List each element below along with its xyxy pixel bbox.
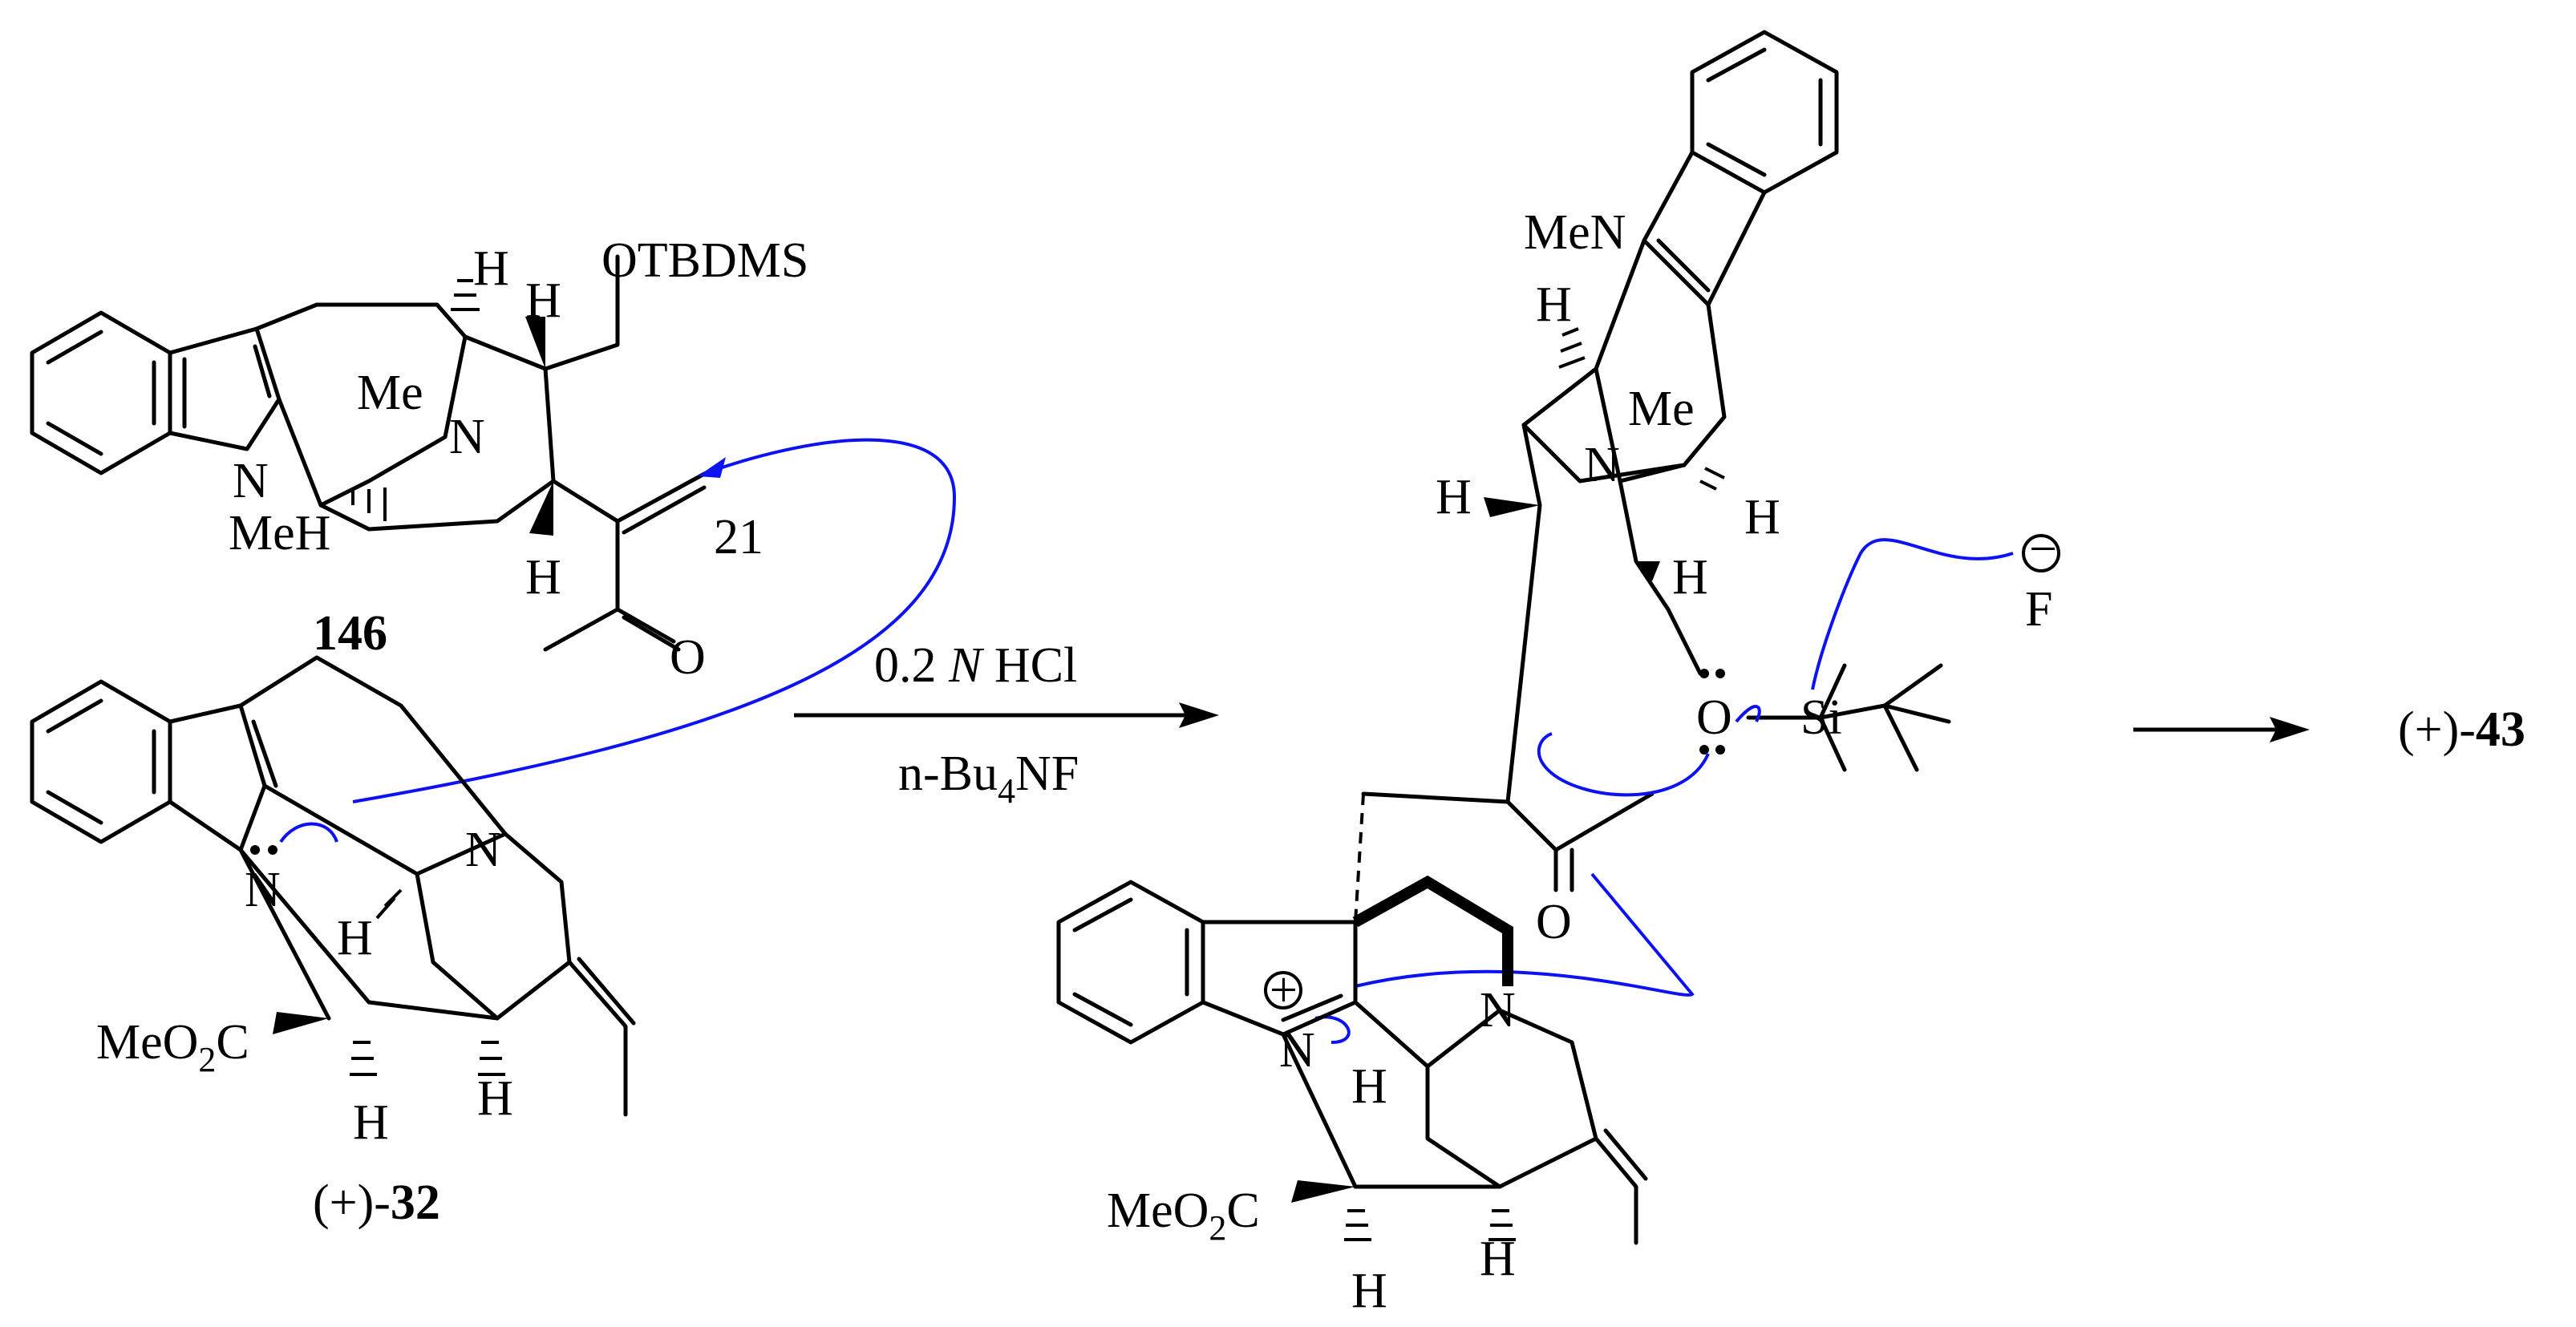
ester-label: MeO2C [1107, 1183, 1260, 1248]
n-methyl-h-label: MeH [229, 506, 330, 560]
n-indole-label: N [245, 863, 281, 917]
n-amine-label: N [465, 823, 501, 877]
n-bridge-label: N [449, 410, 485, 464]
curved-arrow [1314, 1015, 1351, 1044]
silicon-label: Si [1800, 690, 1842, 745]
h-label: H [1744, 490, 1780, 544]
arrowhead [2270, 717, 2310, 742]
curved-arrow [352, 438, 957, 803]
n-methyl-label: Me [357, 366, 423, 420]
oxygen-label: O [1696, 690, 1732, 745]
compound-number-146: 146 [313, 606, 387, 661]
curved-arrow [1355, 872, 1695, 997]
arrowhead [698, 457, 726, 478]
men-label: MeN [1524, 205, 1626, 260]
compound-146: H H H OTBDMS Me N N MeH 21 O 146 [30, 233, 808, 685]
c21-label: 21 [714, 510, 763, 564]
ester-label: MeO2C [96, 1015, 249, 1079]
n-iminium-label: N [1279, 1023, 1315, 1078]
h-label: H [1536, 277, 1572, 332]
fluoride-label: F [2025, 582, 2052, 637]
curved-arrow [1537, 732, 1710, 797]
minus-sign: − [2029, 522, 2057, 577]
h-label: H [1480, 1232, 1516, 1286]
reagent-hcl: 0.2 N HCl [874, 638, 1077, 693]
n-indole-label: N [233, 454, 269, 508]
h-label: H [477, 1071, 513, 1126]
compound-label-32: (+)-32 [313, 1175, 440, 1230]
otbdms-label: OTBDMS [601, 233, 808, 288]
h-label: H [1672, 550, 1708, 605]
n-methyl-label: Me [1628, 382, 1695, 436]
h-label: H [525, 273, 561, 328]
curved-arrow [1735, 705, 1761, 723]
compound-32: N N H H H MeO2C (+)-32 [30, 655, 636, 1230]
n-amine-label: N [1480, 983, 1516, 1038]
h-label: H [1351, 1264, 1387, 1318]
h-label: H [1436, 470, 1472, 524]
h-label: H [473, 241, 509, 296]
oxygen-label: O [670, 630, 706, 685]
h-label: H [1351, 1059, 1387, 1114]
oxygen-label: O [1536, 895, 1572, 949]
plus-sign: + [1270, 963, 1298, 1018]
h-label: H [353, 1095, 389, 1150]
h-label: H [525, 550, 561, 605]
arrowhead [1179, 702, 1219, 728]
reagent-tbaf: n-Bu4NF [898, 746, 1079, 811]
curved-arrow [1811, 538, 2014, 690]
product-label-43: (+)-43 [2398, 702, 2525, 757]
intermediate: MeN H Me N H H H O Si − F O + N N H H H … [1056, 30, 2060, 1318]
n-bridge-label: N [1584, 438, 1620, 492]
h-label: H [337, 911, 373, 965]
